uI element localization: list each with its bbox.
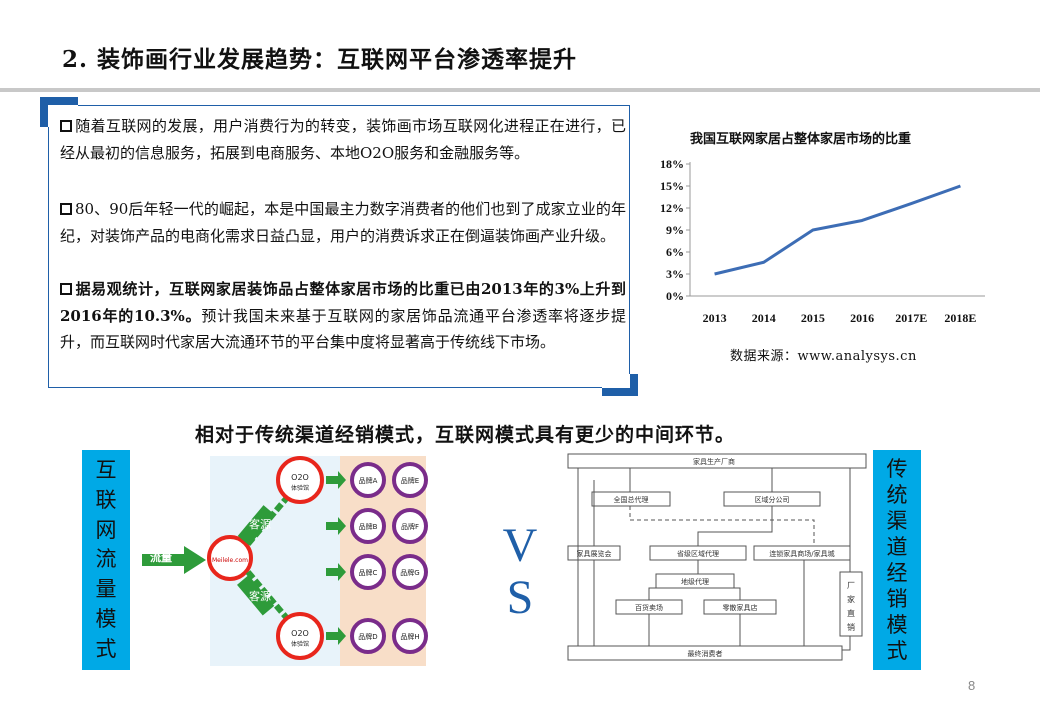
traditional-distribution-diagram: 家具生产厂商 全国总代理 区域分公司 家具展览会 省级区域代理 连锁家具商场/家… (567, 453, 867, 661)
y-tick-label: 18% (660, 157, 684, 171)
brand-label: 品牌D (358, 632, 377, 641)
x-tick-label: 2018E (944, 311, 976, 325)
brand-circle (392, 508, 428, 544)
title-divider (0, 88, 1040, 92)
svg-text:O2O: O2O (291, 629, 309, 638)
traditional-model-label-char: 传 (886, 456, 908, 481)
page-number: 8 (968, 678, 976, 693)
summary-textbox (48, 105, 630, 388)
checkbox-bullet-icon (60, 283, 72, 295)
traditional-model-label-char: 模 (886, 612, 908, 637)
brand-circle (350, 462, 386, 498)
svg-text:直: 直 (847, 608, 855, 618)
svg-text:O2O: O2O (291, 473, 309, 482)
brand-label: 品牌H (400, 632, 419, 641)
brand-label: 品牌C (359, 568, 378, 577)
internet-model-label-char: 量 (95, 577, 117, 602)
hub-label: Meilele.com (212, 557, 248, 564)
market-share-line-chart: 0% 3% 6% 9% 12% 15% 18% 2013 2014 2015 2016 2017E 20… (660, 157, 985, 325)
traditional-model-label-char: 道 (886, 534, 908, 559)
summary-paragraph-1: 随着互联网的发展，用户消费行为的转变，装饰画市场互联网化进程正在进行，已经从最初… (60, 117, 626, 162)
y-tick-label: 12% (660, 201, 684, 215)
svg-text:厂: 厂 (847, 581, 855, 590)
manufacturer-box: 家具生产厂商 (693, 457, 735, 466)
brand-label: 品牌G (400, 568, 419, 577)
national-agent-box: 全国总代理 (614, 495, 649, 504)
furniture-fair-box: 家具展览会 (577, 549, 612, 558)
client-source-label-top: 客源 (249, 517, 271, 531)
x-tick-label: 2014 (752, 311, 776, 325)
retail-shop-box: 零散家具店 (723, 603, 758, 612)
slide-title: 2. 装饰画行业发展趋势：互联网平台渗透率提升 (62, 46, 578, 73)
x-tick-label: 2013 (703, 311, 727, 325)
meilele-hub (207, 535, 253, 581)
svg-text:销: 销 (847, 622, 855, 632)
regional-branch-box: 区域分公司 (755, 495, 790, 504)
brand-label: 品牌E (401, 476, 419, 485)
traditional-model-label-char: 式 (886, 638, 908, 663)
checkbox-bullet-icon (60, 203, 72, 215)
traffic-label: 流量 (150, 550, 172, 564)
client-source-label-bottom: 客源 (249, 589, 271, 603)
brand-label: 品牌B (359, 522, 378, 531)
chart-source: 数据来源：www.analysys.cn (730, 349, 917, 364)
y-tick-label: 3% (666, 267, 684, 281)
internet-model-label-char: 模 (95, 606, 117, 631)
chain-mall-box: 连锁家具商场/家具城 (769, 549, 834, 558)
svg-text:体验馆: 体验馆 (291, 640, 309, 648)
internet-traffic-diagram: 流量 Meilele.com 客源 客源 O2O 体验馆 O2O 体验馆 品牌A… (142, 456, 428, 666)
brand-circle (392, 618, 428, 654)
prefecture-agent-box: 地级代理 (681, 577, 709, 586)
traditional-model-label-char: 统 (886, 482, 908, 507)
internet-model-label-char: 联 (95, 488, 117, 513)
internet-model-label: 互联网流量模式 (82, 450, 130, 670)
o2o-store-top (276, 456, 324, 504)
end-consumer-box: 最终消费者 (688, 649, 723, 658)
chart-title: 我国互联网家居占整体家居市场的比重 (690, 132, 912, 147)
x-tick-label: 2016 (850, 311, 874, 325)
summary-paragraph-2: 80、90后年轻一代的崛起，本是中国最主力数字消费者的他们也到了成家立业的年纪，… (60, 200, 626, 245)
y-tick-label: 15% (660, 179, 684, 193)
brand-circle (392, 554, 428, 590)
x-tick-label: 2015 (801, 311, 825, 325)
y-tick-label: 0% (666, 289, 684, 303)
y-tick-label: 9% (666, 223, 684, 237)
traditional-model-label-char: 渠 (886, 508, 908, 533)
internet-model-label-char: 网 (95, 517, 117, 542)
traffic-arrow (142, 546, 206, 574)
comparison-subtitle: 相对于传统渠道经销模式，互联网模式具有更少的中间环节。 (195, 424, 736, 446)
brand-circle (350, 554, 386, 590)
checkbox-bullet-icon (60, 120, 72, 132)
y-tick-label: 6% (666, 245, 684, 259)
direct-sales-box: 厂 家 直 销 (847, 581, 855, 632)
traditional-model-label: 传统渠道经销模式 (873, 450, 921, 670)
traditional-model-label-char: 经 (886, 560, 908, 585)
x-tick-label: 2017E (895, 311, 927, 325)
department-store-box: 百货卖场 (635, 603, 663, 612)
brand-circle (350, 508, 386, 544)
series-line (714, 184, 961, 276)
traditional-model-label-char: 销 (886, 586, 908, 611)
brand-label: 品牌F (401, 522, 419, 531)
provincial-agent-box: 省级区域代理 (677, 549, 719, 558)
internet-model-label-char: 流 (95, 547, 117, 572)
summary-paragraph-3: 据易观统计，互联网家居装饰品占整体家居市场的比重已由2013年的3%上升到201… (60, 280, 626, 352)
svg-text:家: 家 (847, 594, 855, 604)
svg-text:体验馆: 体验馆 (291, 484, 309, 492)
internet-model-label-char: 互 (95, 458, 117, 483)
o2o-store-bottom (276, 612, 324, 660)
brand-label: 品牌A (359, 476, 378, 485)
brand-circle (392, 462, 428, 498)
brand-circle (350, 618, 386, 654)
internet-model-label-char: 式 (95, 636, 117, 661)
